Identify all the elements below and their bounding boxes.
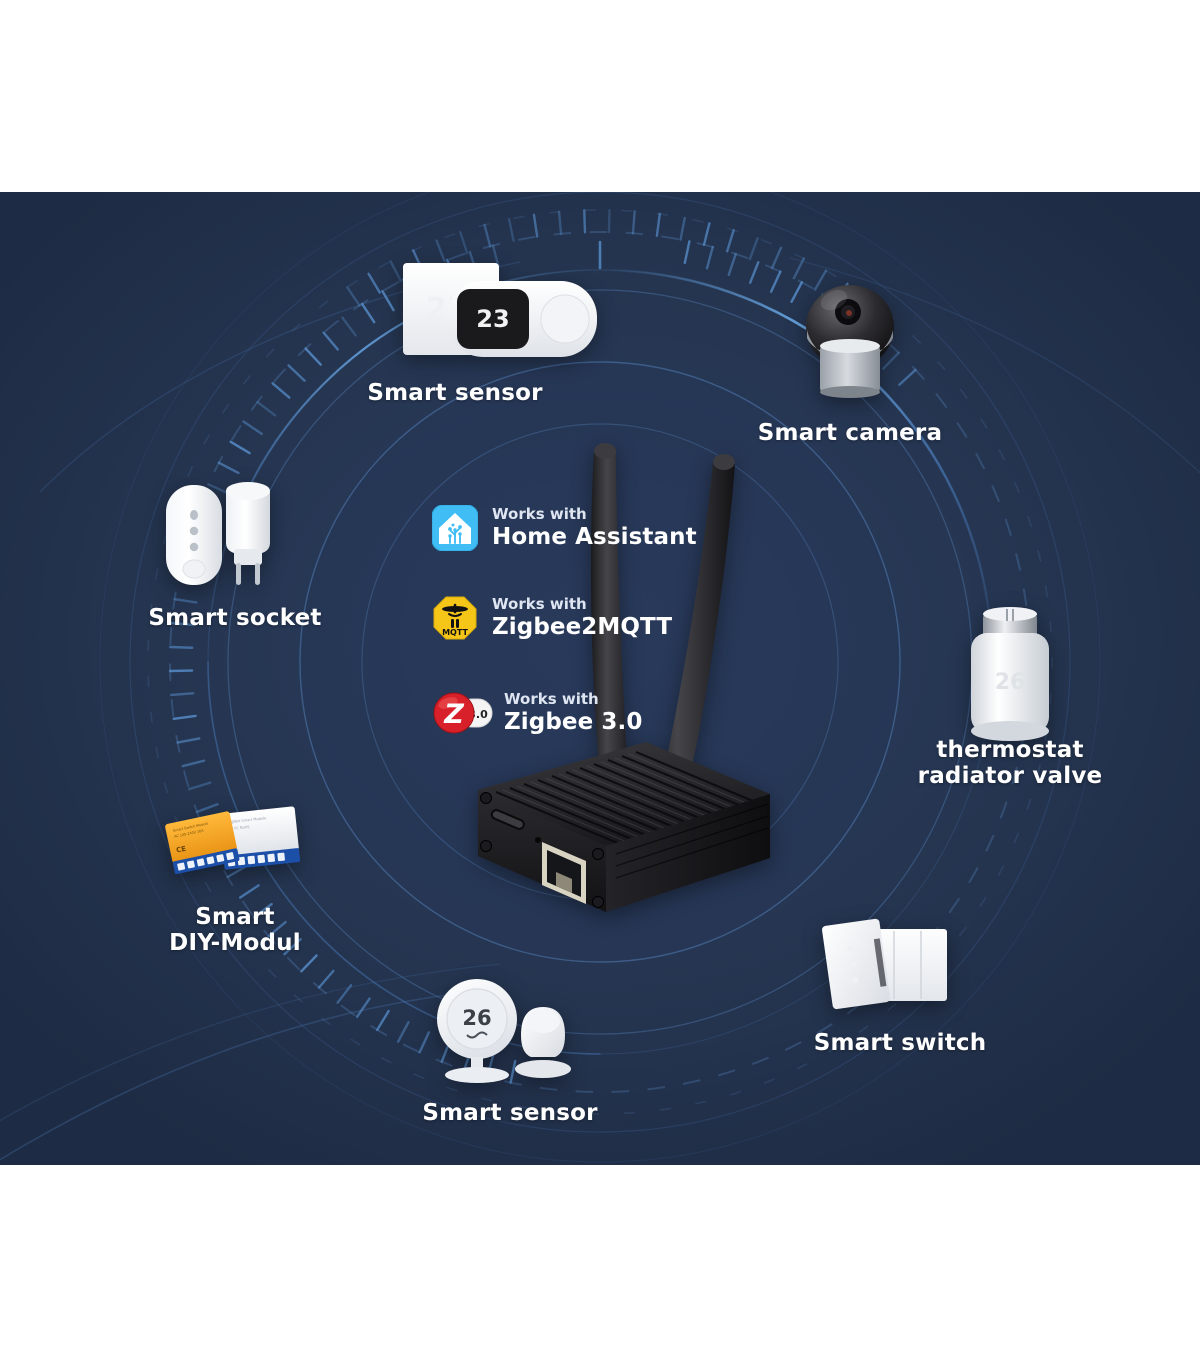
thermostat-radiator-valve-image: 26: [955, 607, 1065, 747]
works-with-label: Works with: [504, 690, 642, 709]
works-with-label: Works with: [492, 595, 672, 614]
label-smart-sensor-bottom: Smart sensor: [360, 1100, 660, 1126]
zigbee-letter-text: Z: [443, 699, 464, 730]
smart-sensor-top-image: 25 23: [395, 257, 610, 372]
label-smart-switch: Smart switch: [750, 1030, 1050, 1056]
compat-row-zigbee2mqtt: MQTT Works with Zigbee2MQTT: [432, 595, 672, 641]
compat-name-zigbee3: Zigbee 3.0: [504, 709, 642, 737]
label-smart-socket: Smart socket: [95, 605, 375, 631]
zigbee-3-icon: 3.0 Z: [432, 690, 494, 736]
works-with-label: Works with: [492, 505, 697, 524]
smart-camera-image: [790, 272, 910, 402]
label-smart-sensor-top: Smart sensor: [310, 380, 600, 406]
smart-switch-image: [815, 907, 955, 1017]
smart-sensor-bottom-image: 26: [425, 977, 585, 1087]
home-assistant-icon: [432, 505, 478, 551]
label-diy-line2: DIY-Modul: [110, 930, 360, 956]
smart-socket-image: [160, 475, 300, 595]
label-thermostat-line1: thermostat: [865, 737, 1155, 763]
compat-name-zigbee2mqtt: Zigbee2MQTT: [492, 614, 672, 642]
label-smart-camera: Smart camera: [700, 420, 1000, 446]
mqtt-icon-text: MQTT: [442, 628, 468, 637]
label-diy-line1: Smart: [110, 904, 360, 930]
sensor-top-value: 23: [476, 305, 509, 333]
compat-row-home-assistant: Works with Home Assistant: [432, 505, 697, 551]
compat-name-home-assistant: Home Assistant: [492, 524, 697, 552]
smart-diy-modul-image: ZigBee Smart Module CE FC RoHS Smart Swi…: [160, 802, 305, 892]
zigbee2mqtt-icon: MQTT: [432, 595, 478, 641]
valve-display-value: 26: [995, 670, 1026, 695]
navy-panel: Works with Home Assistant MQTT Works wit…: [0, 192, 1200, 1165]
compat-row-zigbee3: 3.0 Z Works with Zigbee 3.0: [432, 690, 642, 736]
sensor-bottom-value: 26: [462, 1006, 491, 1030]
label-thermostat-line2: radiator valve: [865, 763, 1155, 789]
